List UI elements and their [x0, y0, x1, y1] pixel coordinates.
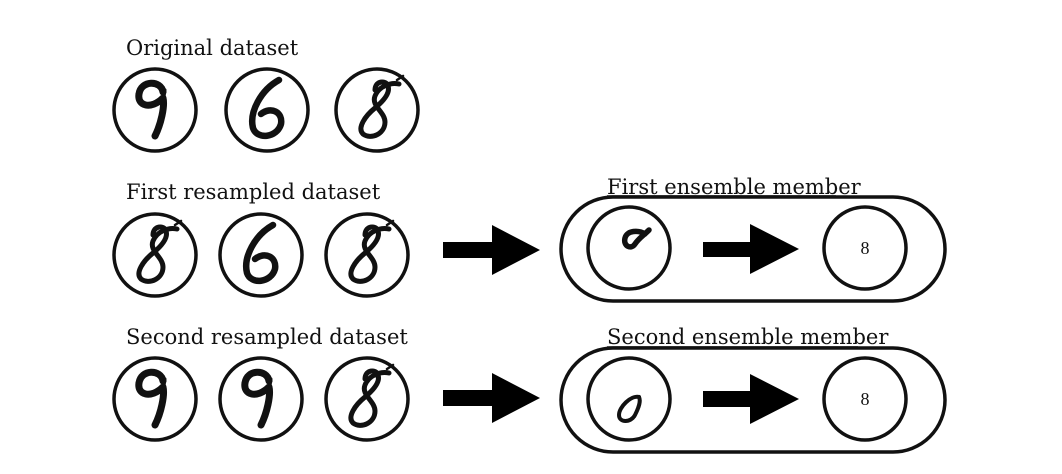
digit-icon [112, 67, 198, 153]
digit-icon [586, 356, 672, 442]
digit-icon [112, 356, 198, 442]
digit-icon [324, 212, 410, 298]
second-ensemble-output-node [822, 356, 908, 442]
digit-icon [586, 205, 672, 291]
second-ensemble-member: 8 [559, 346, 947, 454]
digit-icon [218, 356, 304, 442]
first-ensemble-member-label: First ensemble member [607, 175, 862, 199]
first-resampled-dataset-label: First resampled dataset [126, 180, 381, 204]
second-ensemble-member-label: Second ensemble member [607, 325, 889, 349]
digit-icon [224, 67, 310, 153]
second-ensemble-output: 8 [861, 389, 870, 409]
second-resampled-dataset-label: Second resampled dataset [126, 325, 408, 349]
digit-icon [324, 356, 410, 442]
right-arrow-icon [703, 224, 799, 274]
digit-icon [334, 67, 420, 153]
original-dataset-samples [112, 67, 420, 153]
right-arrow-icon [443, 225, 540, 275]
first-ensemble-output-node [822, 205, 908, 291]
right-arrow-icon [443, 373, 540, 423]
first-ensemble-output: 8 [861, 238, 870, 258]
right-arrow-icon [703, 374, 799, 424]
digit-icon [112, 212, 198, 298]
first-ensemble-member: 8 [559, 195, 947, 303]
first-resampled-dataset-samples [112, 212, 410, 298]
original-dataset-label: Original dataset [126, 36, 299, 60]
second-resampled-dataset-samples [112, 356, 410, 442]
digit-icon [218, 212, 304, 298]
